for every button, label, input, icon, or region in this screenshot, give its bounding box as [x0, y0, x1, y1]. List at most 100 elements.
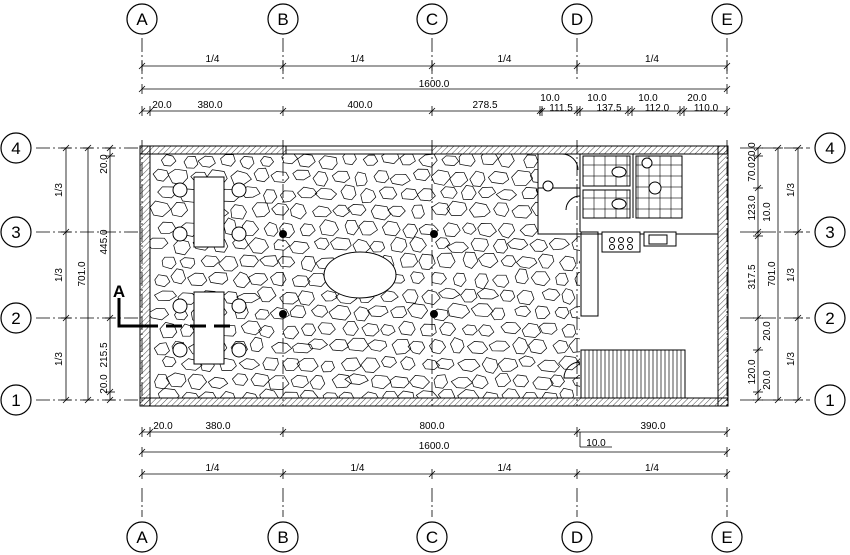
stone [457, 358, 481, 372]
stone [438, 287, 461, 299]
stone [499, 289, 516, 302]
right-segment-6: 120.0 [747, 359, 758, 384]
stone [258, 325, 275, 339]
stone [407, 303, 429, 319]
top-overall: 1600.0 [419, 79, 450, 90]
stone [549, 374, 565, 388]
stone [271, 342, 293, 354]
grid-bubble-bottom-A-circle [126, 521, 158, 553]
stone [330, 237, 352, 251]
stone [530, 201, 550, 216]
stone [549, 206, 569, 219]
stone [558, 355, 580, 371]
top-quarter-1: 1/4 [351, 54, 365, 65]
stone [461, 185, 477, 200]
left-overall: 701.0 [77, 261, 88, 286]
bottom-quarter-1: 1/4 [351, 463, 365, 474]
stone [240, 320, 262, 336]
stone [381, 356, 397, 368]
grid-bubble-left-3-circle [0, 216, 32, 248]
stone [514, 305, 532, 317]
stone [462, 251, 479, 269]
stone [238, 358, 261, 370]
stone [402, 223, 419, 239]
stone [380, 324, 396, 336]
stone [529, 168, 545, 184]
grid-bubble-bottom-E-label: E [721, 528, 732, 547]
stone [518, 355, 536, 367]
bottom-overall: 1600.0 [419, 441, 450, 452]
stone [241, 220, 260, 237]
stone [548, 238, 570, 251]
stone [170, 202, 189, 218]
stone [440, 186, 458, 199]
stone [352, 238, 371, 254]
stone [231, 373, 249, 386]
stone [320, 360, 335, 373]
stone [177, 292, 198, 305]
stone [297, 186, 318, 199]
stone [457, 389, 480, 398]
stone [259, 255, 279, 267]
grid-bubble-right-1-circle [814, 384, 846, 416]
stone [165, 372, 187, 388]
right-third-1: 1/3 [786, 268, 797, 282]
stone [312, 205, 332, 218]
bottom-segment-0: 20.0 [153, 421, 173, 432]
stone [342, 154, 357, 165]
stone [307, 338, 329, 350]
stone [320, 290, 338, 302]
grid-bubble-right-3-label: 3 [825, 223, 834, 242]
stone [453, 272, 467, 288]
stone [249, 336, 264, 352]
stone [409, 375, 430, 389]
stone [477, 253, 499, 269]
stone [537, 253, 555, 269]
right-third-2: 1/3 [786, 183, 797, 197]
grid-bubble-left-3-label: 3 [11, 223, 20, 242]
stone [429, 339, 447, 355]
stone [478, 186, 497, 198]
stone [512, 336, 529, 355]
stone [154, 373, 170, 390]
top-segment-5: 111.5 [549, 103, 573, 114]
stone [433, 374, 448, 389]
top-quarter-0: 1/4 [206, 54, 220, 65]
stone [346, 337, 369, 352]
top-segment-0: 20.0 [152, 100, 172, 111]
stone [511, 205, 533, 219]
stone [290, 203, 307, 220]
stone [470, 303, 494, 318]
stone [561, 324, 577, 338]
stone [435, 237, 451, 249]
grid-bubble-top-D-label: D [571, 10, 583, 29]
stone [480, 154, 499, 165]
stone [159, 322, 178, 339]
grid-bubble-left-4-label: 4 [11, 139, 20, 158]
stone [466, 341, 489, 354]
stone [441, 155, 460, 166]
stone [344, 373, 369, 385]
stone [158, 388, 180, 398]
grid-bubble-bottom-C-label: C [426, 528, 438, 547]
stone [179, 257, 196, 269]
stone [154, 274, 171, 288]
stone [568, 337, 580, 353]
stone [353, 306, 370, 322]
grid-bubble-top-E-label: E [721, 10, 732, 29]
stone [410, 271, 425, 284]
stone [332, 204, 350, 218]
stone [532, 376, 554, 391]
grid-bubble-top-B-label: B [277, 10, 288, 29]
stone [300, 255, 316, 272]
stone [515, 256, 538, 269]
stone [462, 222, 477, 235]
stone [282, 325, 300, 340]
stone [312, 171, 329, 187]
grid-bubble-bottom-E-circle [711, 521, 743, 553]
stone [500, 322, 522, 335]
top-segment-9: 112.0 [645, 103, 670, 114]
bottom-segment-1: 380.0 [205, 421, 230, 432]
stone [415, 390, 439, 398]
